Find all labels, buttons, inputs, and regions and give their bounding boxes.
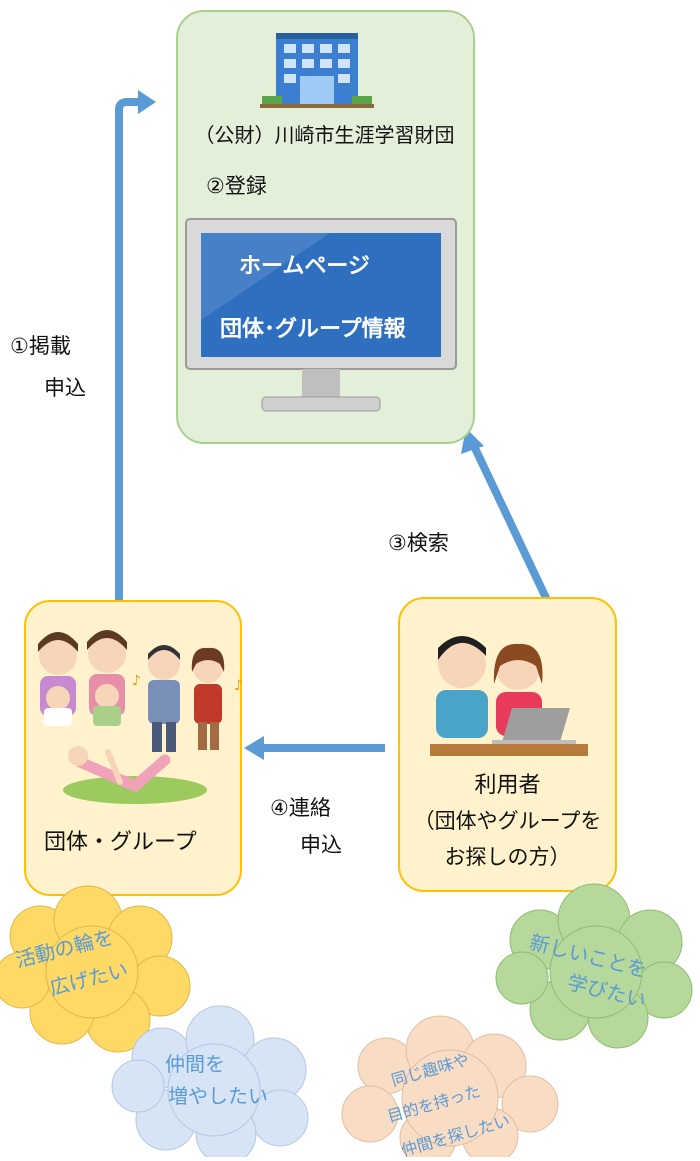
step-contact-line2: 申込 — [300, 833, 342, 857]
arrow-post-request — [115, 98, 140, 600]
step-register-label: ②登録 — [206, 174, 267, 198]
foundation-box — [176, 10, 475, 444]
user-line1: 利用者 — [474, 773, 541, 798]
arrow-contact-head — [244, 736, 264, 760]
cloud2-line2: 増やしたい — [168, 1084, 268, 1108]
user-line2: （団体やグループを — [413, 809, 602, 833]
monitor-line2: 団体･グループ情報 — [220, 317, 406, 342]
arrow-post-head — [138, 90, 156, 114]
step-contact-line1: ④連絡 — [270, 796, 331, 820]
group-label: 団体・グループ — [44, 830, 197, 855]
user-line3: お探しの方） — [444, 845, 571, 869]
step-post-line1: ①掲載 — [10, 334, 71, 358]
monitor-line1: ホームページ — [239, 254, 370, 279]
arrow-search — [470, 444, 551, 602]
step-post-line2: 申込 — [44, 376, 86, 400]
cloud2-line1: 仲間を — [165, 1052, 225, 1076]
step-search-label: ③検索 — [388, 531, 449, 555]
foundation-name: （公財）川崎市生涯学習財団 — [194, 123, 455, 147]
